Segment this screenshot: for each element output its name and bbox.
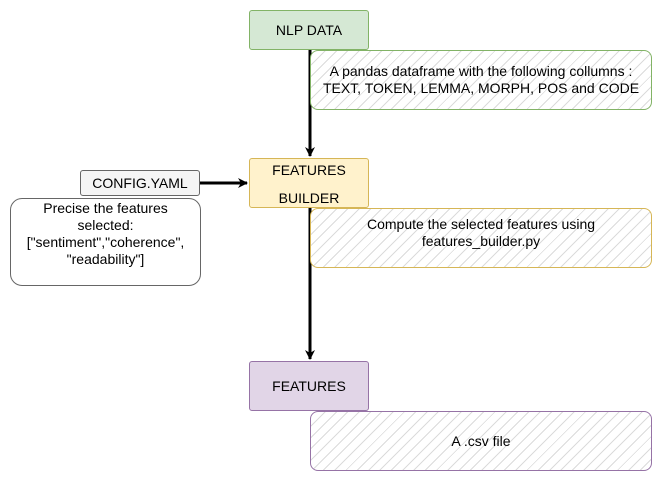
- node-config-yaml-label: CONFIG.YAML: [92, 174, 188, 191]
- note-nlp-data-line1: A pandas dataframe with the following co…: [329, 63, 633, 79]
- note-features[interactable]: A .csv file: [310, 411, 652, 471]
- note-nlp-data-line2: TEXT, TOKEN, LEMMA, MORPH, POS and CODE: [322, 80, 640, 96]
- note-config-line2: selected:: [77, 217, 134, 233]
- note-config-line4: "readability"]: [66, 251, 145, 267]
- note-config-line3: ["sentiment","coherence",: [26, 234, 185, 250]
- node-config-yaml[interactable]: CONFIG.YAML: [80, 170, 200, 196]
- note-features-builder-line1: Compute the selected features using: [366, 216, 596, 232]
- node-features-label: FEATURES: [272, 377, 346, 394]
- node-nlp-data-label: NLP DATA: [275, 21, 343, 38]
- node-nlp-data[interactable]: NLP DATA: [249, 10, 369, 50]
- node-features-builder[interactable]: FEATURES BUILDER: [249, 158, 369, 208]
- node-features-builder-line1: FEATURES: [272, 162, 346, 178]
- node-features[interactable]: FEATURES: [249, 361, 369, 411]
- note-features-label: A .csv file: [451, 432, 511, 449]
- note-features-builder[interactable]: Compute the selected features using feat…: [310, 208, 652, 268]
- note-features-builder-line2: features_builder.py: [421, 233, 541, 249]
- note-config-yaml[interactable]: Precise the features selected: ["sentime…: [10, 198, 201, 286]
- node-features-builder-line2: BUILDER: [278, 190, 340, 206]
- note-nlp-data[interactable]: A pandas dataframe with the following co…: [310, 50, 652, 110]
- note-config-line1: Precise the features: [43, 200, 168, 216]
